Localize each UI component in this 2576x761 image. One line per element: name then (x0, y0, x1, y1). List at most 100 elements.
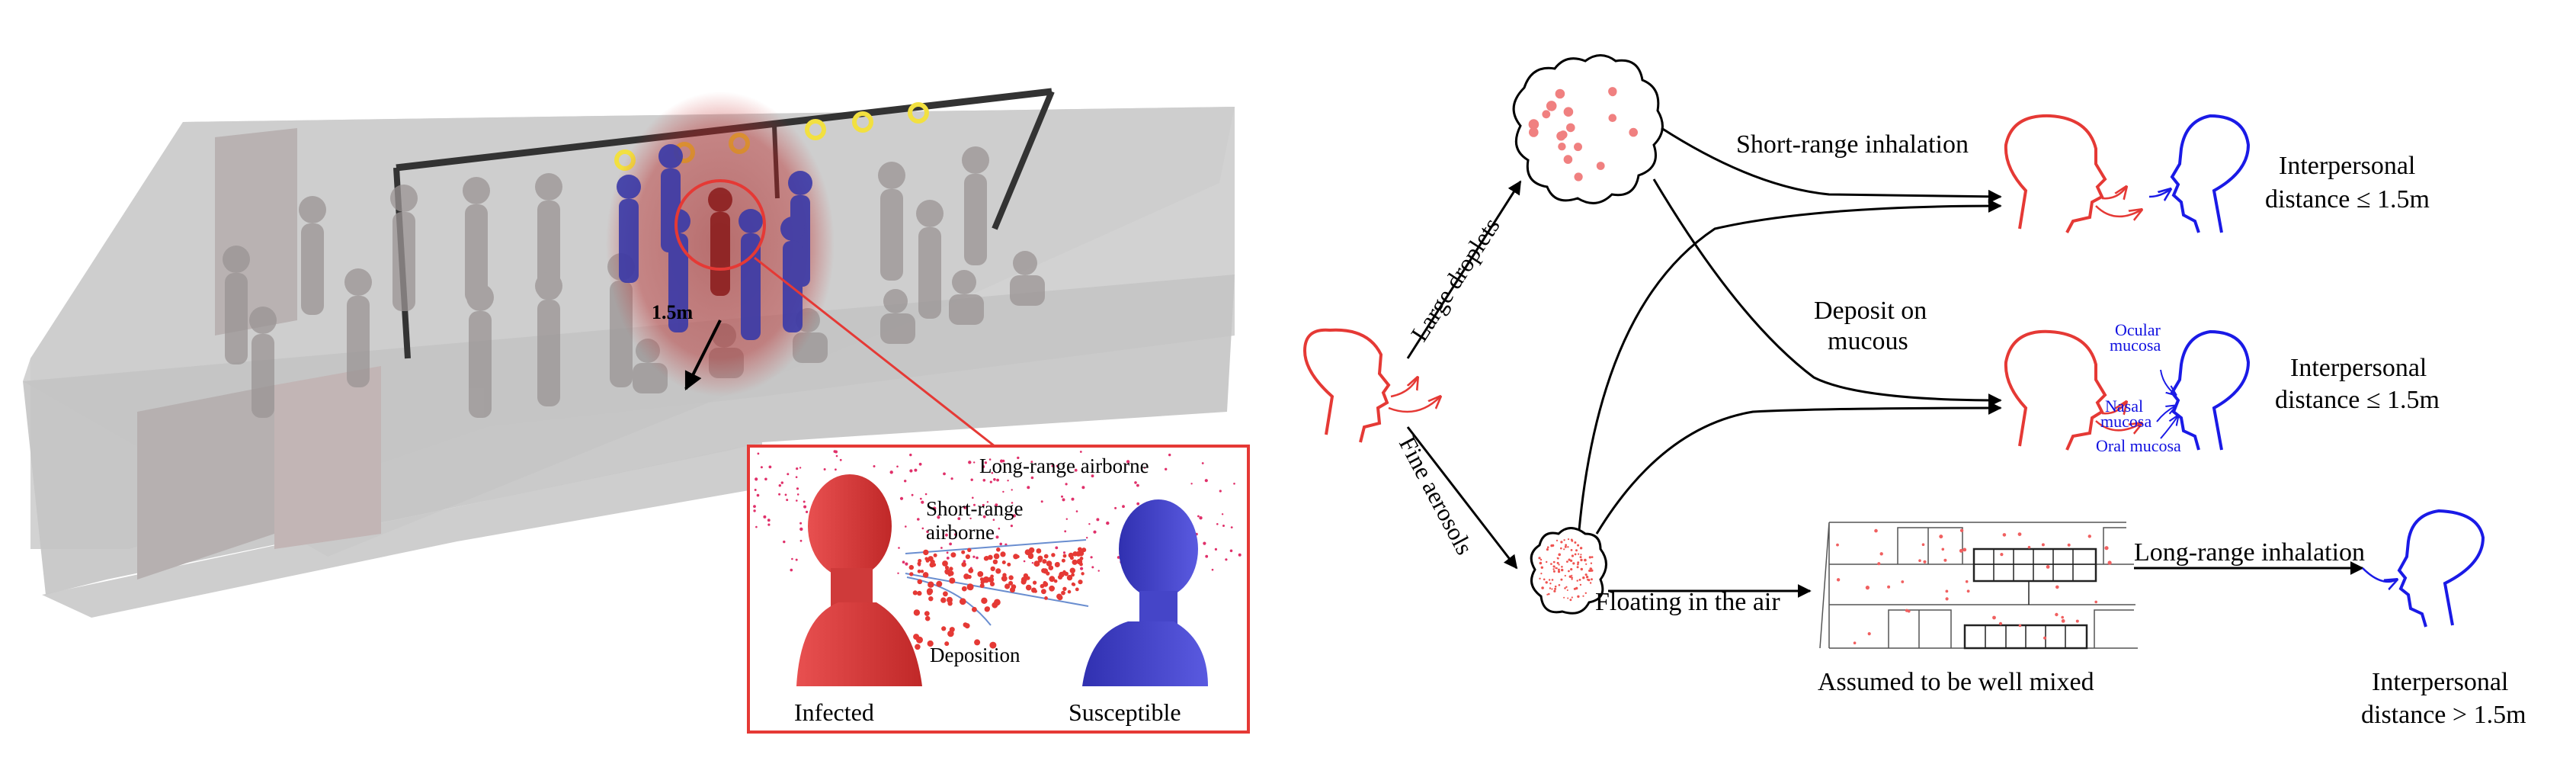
particle (995, 535, 999, 539)
particle (1566, 589, 1568, 591)
passenger (223, 246, 250, 364)
particle (988, 576, 995, 583)
particle (1079, 451, 1082, 453)
particle (1571, 554, 1574, 557)
door-front-right (274, 366, 381, 549)
particle (1965, 580, 1969, 583)
particle (919, 497, 922, 500)
particle (1554, 585, 1557, 588)
particle (973, 461, 976, 464)
particle (899, 496, 904, 500)
nasal-mucosa-line1: Nasal (2105, 397, 2143, 416)
particle (994, 599, 1001, 606)
particle (1075, 587, 1079, 592)
particle (1558, 143, 1566, 151)
particle (1591, 567, 1593, 570)
particle (979, 583, 985, 589)
particle (1165, 467, 1168, 470)
particle (760, 466, 763, 469)
particle (902, 560, 905, 564)
particle (948, 570, 954, 576)
passenger-seated (949, 270, 984, 325)
particle (1040, 500, 1043, 503)
particle (1579, 547, 1583, 550)
particle (1542, 110, 1551, 119)
particle (1229, 549, 1233, 553)
particle (1945, 589, 1949, 593)
particle (1563, 539, 1565, 541)
particle (1556, 561, 1559, 564)
particle (1046, 560, 1053, 567)
particle (1580, 558, 1583, 562)
particle (988, 554, 993, 560)
particle (1091, 566, 1094, 569)
particle (991, 471, 994, 474)
particle (1836, 578, 1841, 582)
particle (756, 493, 760, 497)
particle (1122, 505, 1125, 509)
particle (1998, 621, 2003, 625)
particle (908, 564, 915, 570)
particle (1579, 583, 1582, 586)
particle (1529, 127, 1539, 137)
particle (1874, 528, 1878, 533)
particle (1057, 595, 1063, 601)
particle (796, 467, 799, 470)
oral-mucosa-label: Oral mucosa (2096, 436, 2181, 455)
particle (1096, 518, 1100, 522)
susceptible-head-top-icon (2148, 114, 2251, 233)
particle (2002, 533, 2007, 537)
particle (1563, 548, 1565, 551)
particle (1865, 586, 1870, 590)
arrow-large-to-deposit (1652, 178, 2002, 407)
particle (1000, 551, 1006, 557)
particle (1061, 590, 1065, 596)
particle (1097, 570, 1100, 572)
particle (972, 496, 974, 499)
particle (1584, 592, 1587, 594)
particle (1584, 558, 1587, 562)
particle (1041, 589, 1046, 595)
particle (1205, 554, 1209, 558)
exposed-passenger (780, 217, 805, 332)
particle (993, 553, 1000, 560)
passenger-seated (880, 289, 915, 344)
particle (1576, 566, 1579, 569)
well-mixed-label: Assumed to be well mixed (1818, 668, 2094, 696)
particle (982, 465, 985, 468)
particle (1582, 576, 1585, 580)
particle (996, 547, 1001, 552)
particle (1028, 547, 1035, 554)
particle (950, 552, 956, 558)
particle (1577, 563, 1579, 566)
particle (949, 578, 954, 583)
particle (1106, 521, 1110, 525)
particle (1043, 581, 1049, 587)
particle (990, 566, 995, 572)
particle (1088, 523, 1091, 525)
particle (1027, 486, 1030, 490)
distance-short-1-line2: distance ≤ 1.5m (2265, 185, 2430, 214)
particle (1168, 453, 1171, 457)
particle (1887, 585, 1891, 589)
particle (973, 503, 976, 506)
passenger (463, 177, 490, 303)
particle (1867, 632, 1871, 636)
particle (1086, 537, 1088, 539)
particle (1558, 564, 1560, 566)
particle (1053, 579, 1058, 583)
particle (1075, 510, 1078, 512)
particle (1062, 586, 1067, 591)
particle (921, 500, 924, 504)
branch-fine-label: Fine aerosols (1394, 432, 1479, 559)
particle (1203, 541, 1206, 545)
particle (917, 569, 921, 573)
particle (1136, 483, 1139, 487)
particle (767, 519, 771, 522)
particle (1528, 119, 1540, 130)
susceptible-figure (1082, 499, 1208, 686)
particle (1608, 88, 1617, 97)
particle (937, 515, 940, 519)
particle (1552, 570, 1556, 573)
particle (982, 503, 985, 507)
